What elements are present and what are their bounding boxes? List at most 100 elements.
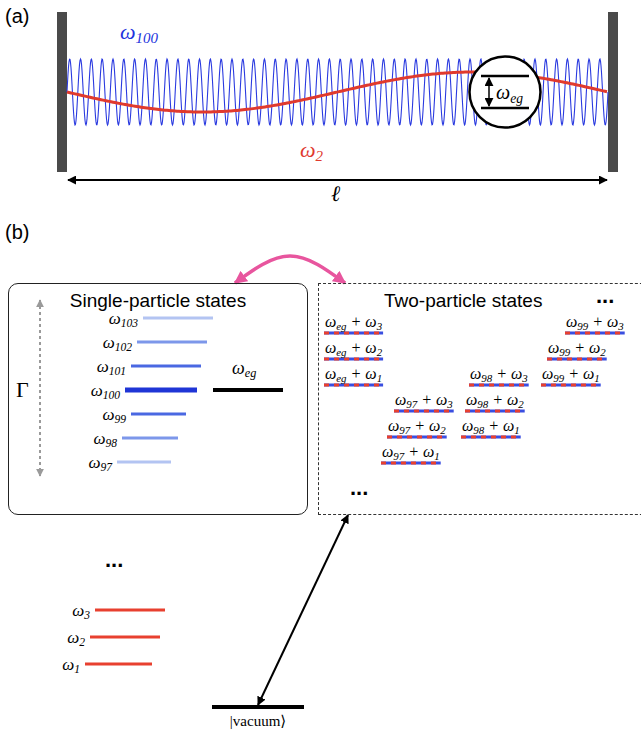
- subscript: 3: [618, 320, 623, 332]
- cavity-levels: [117, 318, 213, 462]
- symbol: ω: [395, 391, 406, 408]
- subscript: 98: [477, 398, 488, 410]
- symbol: ω: [365, 365, 376, 382]
- symbol: ω: [607, 313, 618, 330]
- subscript: 1: [434, 450, 439, 462]
- subscript: eg: [336, 346, 346, 358]
- level-label: ω100: [120, 21, 158, 43]
- two-particle-levels: [324, 333, 625, 463]
- level-label: ω100: [91, 382, 120, 399]
- subscript: eg: [336, 320, 346, 332]
- text-part: |vacuum⟩: [230, 713, 286, 729]
- subscript: 97: [393, 450, 404, 462]
- level-label: ...: [105, 549, 123, 571]
- text-part: +: [410, 417, 429, 434]
- pair-state-label: ω99 + ω2: [548, 340, 606, 356]
- symbol: ω: [62, 655, 74, 674]
- symbol: ω: [388, 417, 399, 434]
- symbol: ω: [589, 339, 600, 356]
- text-part: ℓ: [331, 181, 340, 206]
- subscript: eg: [510, 91, 523, 106]
- symbol: ω: [232, 358, 245, 378]
- subscript: 99: [114, 413, 126, 426]
- level-label: ωeg: [232, 359, 256, 377]
- subscript: 1: [74, 663, 80, 676]
- symbol: ω: [382, 443, 393, 460]
- level-label: ω101: [97, 358, 126, 375]
- symbol: ω: [325, 365, 336, 382]
- subscript: 1: [514, 424, 519, 436]
- subscript: 98: [481, 372, 492, 384]
- symbol: ω: [88, 453, 100, 472]
- level-label: ω2: [67, 629, 85, 646]
- text-part: +: [347, 313, 366, 330]
- mirror: [57, 12, 67, 172]
- pair-state-label: ω97 + ω3: [395, 392, 453, 408]
- transition-arrow: [258, 515, 348, 705]
- text-part: ...: [105, 547, 123, 572]
- symbol: ω: [365, 339, 376, 356]
- coupling-arrow: [235, 256, 345, 283]
- text-part: Single-particle states: [70, 290, 246, 311]
- level-label: (a): [5, 6, 29, 26]
- level-label: Γ: [16, 379, 29, 401]
- symbol: ω: [548, 339, 559, 356]
- subscript: 3: [522, 372, 527, 384]
- atom-circle: ωeg: [468, 55, 542, 129]
- symbol: ω: [325, 313, 336, 330]
- pair-state-label: ω98 + ω1: [462, 418, 520, 434]
- text-part: +: [347, 365, 366, 382]
- level-label: ...: [350, 477, 368, 499]
- level-label: ω98: [93, 430, 117, 447]
- subscript: 100: [103, 389, 120, 402]
- level-label: ℓ: [331, 183, 340, 205]
- symbol: ω: [429, 417, 440, 434]
- subscript: 97: [100, 461, 112, 474]
- subscript: eg: [245, 366, 257, 380]
- length-arrow: [68, 179, 607, 181]
- subscript: 100: [136, 30, 158, 46]
- low-levels: [85, 610, 165, 664]
- subscript: 99: [553, 372, 564, 384]
- symbol: ω: [470, 365, 481, 382]
- text-part: (b): [5, 221, 29, 243]
- symbol: ω: [583, 365, 594, 382]
- mirror: [608, 12, 618, 172]
- symbol: ω: [97, 357, 109, 376]
- level-label: ω99: [102, 406, 126, 423]
- text-part: ...: [596, 283, 614, 308]
- text-part: +: [488, 391, 507, 408]
- subscript: 102: [115, 341, 132, 354]
- symbol: ω: [507, 391, 518, 408]
- subscript: 3: [84, 609, 90, 622]
- subscript: eg: [336, 372, 346, 384]
- subscript: 103: [121, 317, 138, 330]
- symbol: ω: [423, 443, 434, 460]
- atom-level: [213, 388, 283, 392]
- state-box: Single-particle states: [8, 283, 308, 515]
- subscript: 1: [594, 372, 599, 384]
- subscript: 3: [377, 320, 382, 332]
- subscript: 2: [316, 148, 323, 164]
- level-label: ω2: [300, 139, 323, 161]
- symbol: ω: [93, 429, 105, 448]
- text-part: +: [570, 339, 589, 356]
- text-part: ...: [350, 475, 368, 500]
- subscript: 101: [109, 365, 126, 378]
- subscript: 3: [447, 398, 452, 410]
- subscript: 2: [377, 346, 382, 358]
- subscript: 98: [105, 437, 117, 450]
- symbol: ω: [325, 339, 336, 356]
- level-label: ω103: [109, 310, 138, 327]
- text-part: Γ: [16, 377, 29, 402]
- subscript: 99: [577, 320, 588, 332]
- node-label: ωeg: [496, 81, 523, 103]
- subscript: 97: [399, 424, 410, 436]
- subscript: 99: [559, 346, 570, 358]
- subscript: 2: [79, 636, 85, 649]
- level-label: ...: [596, 285, 614, 307]
- symbol: ω: [91, 381, 103, 400]
- subscript: 2: [440, 424, 445, 436]
- text-part: +: [484, 417, 503, 434]
- symbol: ω: [72, 601, 84, 620]
